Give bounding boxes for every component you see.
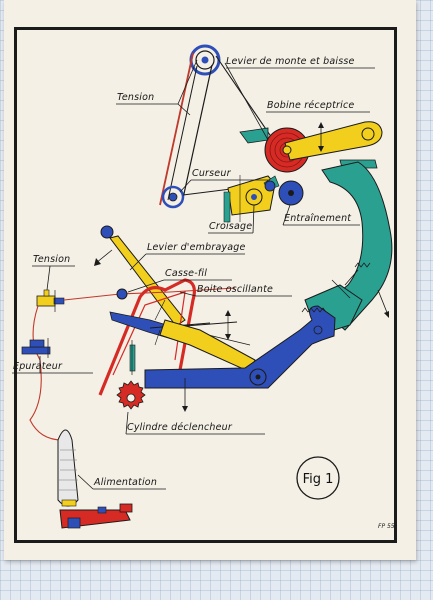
label-cylindre-declencheur: Cylindre déclencheur: [127, 422, 233, 433]
diagram-frame: [14, 27, 397, 543]
figure-badge: Fig 1: [296, 456, 340, 500]
yellow-lever-lower: [159, 319, 256, 373]
blue-lever-main: [144, 305, 336, 389]
curseur-pulley: [161, 185, 185, 209]
tension-left: [36, 289, 65, 312]
entrainement-roller: [264, 180, 304, 206]
label-curseur: Curseur: [192, 168, 232, 179]
label-tension-left: Tension: [33, 254, 70, 265]
label-entrainement: Entraînement: [284, 213, 352, 224]
signature: FP 55: [378, 523, 395, 530]
label-levier-embrayage: Levier d'embrayage: [147, 242, 246, 253]
casse-fil: [116, 288, 128, 300]
leader-lines: [12, 59, 375, 490]
label-tension-top: Tension: [117, 92, 154, 103]
epurateur: [21, 338, 51, 358]
label-bobine-receptrice: Bobine réceptrice: [267, 100, 354, 111]
label-alimentation: Alimentation: [93, 477, 157, 488]
label-casse-fil: Casse-fil: [165, 268, 207, 279]
alimentation-bobbin: [57, 429, 133, 529]
label-boite-oscillante: Boite oscillante: [197, 284, 273, 295]
cylindre-declencheur: [116, 380, 146, 410]
label-epurateur: Epurateur: [13, 361, 63, 372]
label-croisage: Croisage: [209, 221, 252, 232]
tension-pulley-top: [189, 44, 221, 76]
levier-embrayage: [94, 225, 186, 327]
label-levier-monte-baisse: Levier de monte et baisse: [226, 56, 355, 67]
figure-label: Fig 1: [303, 472, 334, 487]
green-lever: [319, 161, 393, 331]
bobine-assembly: [239, 121, 383, 173]
